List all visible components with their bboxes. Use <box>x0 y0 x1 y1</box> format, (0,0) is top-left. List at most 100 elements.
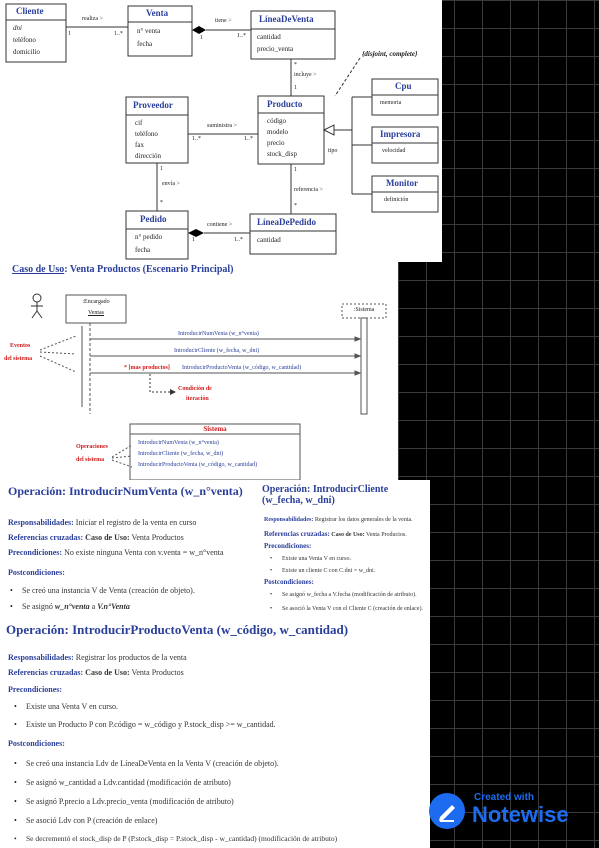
condicion-label-2: iteración <box>186 396 209 402</box>
op-cli-resp: Registrar los datos generales de la vent… <box>314 517 413 523</box>
message-3: IntroducirProductoVenta (w_código, w_can… <box>182 365 302 371</box>
use-case-title-prefix: Caso de Uso <box>12 264 65 275</box>
message-2: IntroducirCliente (w_fecha, w_dni) <box>174 348 260 354</box>
class-attr-domicilio: domicilio <box>13 48 40 56</box>
sequence-diagram-svg <box>31 293 387 480</box>
class-attr-cantidad: cantidad <box>257 33 281 41</box>
mult-envia-star: * <box>160 200 163 206</box>
op-prod-post-3: Se asignó P.precio a Ldv.precio_venta (m… <box>14 797 234 806</box>
op-prod-pre-1: Existe una Venta V en curso. <box>14 702 118 711</box>
composition-diamond-venta <box>192 26 206 34</box>
op-prod-post-5: Se decrementó el stock_disp de P (P.stoc… <box>14 834 337 843</box>
actor-lifeline-box <box>65 294 127 324</box>
op-prod-post-2: Se asignó w_cantidad a Ldv.cantidad (mod… <box>14 778 231 787</box>
class-attr-velocidad: velocidad <box>382 148 406 154</box>
class-attr-direccion: dirección <box>135 152 162 160</box>
op-cli-title: Operación: IntroducirCliente (w_fecha, w… <box>262 484 389 506</box>
op-num-title: Operación: IntroducirNumVenta (w_n°venta… <box>8 484 243 498</box>
composition-diamond-pedido <box>188 229 204 237</box>
generalization-triangle <box>322 124 335 136</box>
op-num-pre: No existe ninguna Venta con v.venta = w_… <box>64 548 224 557</box>
class-name-impresora: Impresora <box>380 129 421 139</box>
op-prod-post-4: Se asoció Ldv con P (creación de enlace) <box>14 816 157 825</box>
assoc-label-tiene: tiene > <box>215 18 232 24</box>
class-name-venta: Venta <box>146 8 169 18</box>
op-cli-pre-1: Existe una Venta V en curso. <box>270 556 351 562</box>
assoc-label-suministra: suministra > <box>207 123 237 129</box>
class-attr-cif: cif <box>135 119 143 127</box>
class-name-lineadeventa: LíneaDeVenta <box>259 14 314 24</box>
mult-tiene-n: 1..* <box>237 33 246 39</box>
actor-icon <box>31 293 43 319</box>
mult-referencia-star: * <box>294 203 297 209</box>
op-prod-ref-kw: Caso de Uso: <box>85 668 130 677</box>
mult-venta-n: 1..* <box>114 31 123 37</box>
class-diagram-svg <box>5 3 439 260</box>
class-attr-fecha-pedido: fecha <box>135 246 151 254</box>
assoc-label-realiza: realiza > <box>82 16 103 22</box>
assoc-label-envia: envía > <box>162 181 180 187</box>
op-prod-ref-label: Referencias cruzadas: <box>8 668 84 677</box>
class-attr-memoria: memoria <box>380 100 402 106</box>
operation-2: IntroducirCliente (w_fecha, w_dni) <box>138 451 224 457</box>
op-num-venta-sheet: Operación: IntroducirNumVenta (w_n°venta… <box>0 480 260 620</box>
class-name-proveedor: Proveedor <box>133 100 173 110</box>
watermark-line2: Notewise <box>472 802 569 827</box>
op-prod-title: Operación: IntroducirProductoVenta (w_có… <box>6 622 349 637</box>
class-diagram-sheet: Cliente dni teléfono domicilio Venta n° … <box>0 0 442 262</box>
op-cli-ref-kw: Caso de Uso: <box>331 532 365 538</box>
op-prod-resp-label: Responsabilidades: <box>8 653 74 662</box>
actor-name-2: Ventas <box>88 310 104 316</box>
operaciones-label-2: del sistema <box>76 457 105 463</box>
eventos-label: Eventos <box>10 343 31 349</box>
op-cli-post-label: Postcondiciones: <box>264 578 314 586</box>
mult-suministra-n2: 1..* <box>244 136 253 142</box>
class-box-lineadeventa <box>250 10 336 60</box>
notewise-logo-icon <box>429 793 465 829</box>
watermark-line1: Created with <box>474 792 535 803</box>
class-attr-precio-venta: precio_venta <box>257 45 294 53</box>
mult-incluye-1: 1 <box>294 85 297 91</box>
op-prod-pre-2: Existe un Producto P con P.código = w_có… <box>14 720 276 729</box>
op-cli-ref-label: Referencias cruzadas: <box>264 530 330 538</box>
class-attr-dni: dni <box>13 24 22 32</box>
notewise-watermark: Created with Notewise <box>428 790 588 832</box>
actor-name: :Encargado <box>82 299 110 305</box>
op-num-post-2: Se asignó w_n°venta a V.n°Venta <box>10 602 130 611</box>
class-attr-telefono2: teléfono <box>135 130 158 138</box>
mult-suministra-n: 1..* <box>192 136 201 142</box>
op-prod-ref: Venta Productos <box>131 668 184 677</box>
op-cli-pre-label: Precondiciones: <box>264 542 312 550</box>
mult-tiene-1: 1 <box>200 35 203 41</box>
class-box-lineadepedido <box>249 213 337 255</box>
class-attr-cantidad-pedido: cantidad <box>257 236 281 244</box>
op-num-ref-kw: Caso de Uso: <box>85 533 130 542</box>
mult-incluye-top: * <box>294 62 297 68</box>
op-num-post-1: Se creó una instancia V de Venta (creaci… <box>10 586 195 595</box>
class-name-cliente: Cliente <box>16 6 44 16</box>
op-producto-sheet: Operación: IntroducirProductoVenta (w_có… <box>0 620 430 848</box>
op-cli-pre-2: Existe un cliente C con C.dni = w_dni. <box>270 568 375 574</box>
class-attr-precio: precio <box>267 139 285 147</box>
op-cliente-sheet: Operación: IntroducirCliente (w_fecha, w… <box>260 480 430 620</box>
op-num-ref: Venta Productos <box>131 533 184 542</box>
mult-contiene-n: 1..* <box>234 237 243 243</box>
assoc-label-contiene: contiene > <box>207 222 233 228</box>
operaciones-label: Operaciones <box>76 444 108 450</box>
op-cli-post-1: Se asignó w_fecha a V.fecha (modificació… <box>270 592 417 598</box>
class-attr-definicion: definición <box>384 197 409 203</box>
operation-1: IntroducirNumVenta (w_n°venta) <box>138 440 219 446</box>
class-name-monitor: Monitor <box>386 178 418 188</box>
generalization-label-tipo: tipo <box>328 148 338 154</box>
op-cli-ref: Venta Productos. <box>366 532 407 538</box>
class-attr-fax: fax <box>135 141 144 149</box>
class-name-lineadepedido: LíneaDePedido <box>257 217 317 227</box>
op-cli-resp-label: Responsabilidades: <box>264 517 314 523</box>
use-case-sheet: Caso de Uso: Venta Productos (Escenario … <box>0 262 398 480</box>
class-attr-codigo: código <box>267 117 287 125</box>
operation-3: IntroducirProductoVenta (w_código, w_can… <box>138 462 258 468</box>
generalization-constraint: {disjoint, complete} <box>362 50 418 58</box>
class-name-cpu: Cpu <box>395 81 412 91</box>
op-num-resp-label: Responsabilidades: <box>8 518 74 527</box>
eventos-label-2: del sistema <box>4 356 33 362</box>
